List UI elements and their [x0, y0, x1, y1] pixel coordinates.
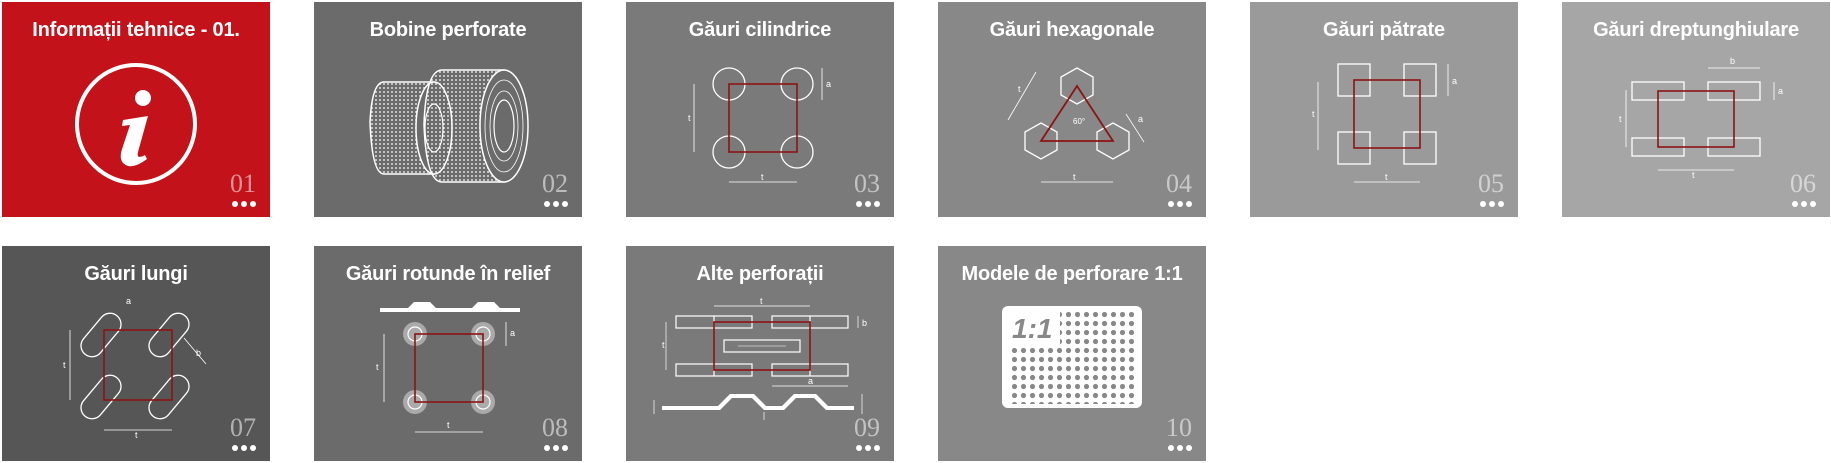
- hexagonal-holes-diagram-icon: t t a 60°: [1007, 67, 1145, 183]
- dim-label: t: [688, 113, 691, 123]
- other-perforations-diagram-icon: t t a b: [653, 296, 867, 420]
- tile-embossed-round-holes[interactable]: Găuri rotunde în relief t t a 08: [314, 246, 582, 461]
- tile-round-holes[interactable]: Găuri cilindrice t t a 03: [626, 2, 894, 217]
- dim-label: b: [196, 348, 201, 358]
- tile-title: Găuri rotunde în relief: [345, 263, 551, 285]
- more-dots-icon: [1168, 445, 1192, 451]
- dim-label: t: [1073, 172, 1076, 182]
- tile-title: Modele de perforare 1:1: [961, 263, 1183, 285]
- angle-label: 60°: [1073, 117, 1085, 126]
- tile-number: 01: [230, 169, 256, 198]
- perforated-coils-icon: [369, 69, 529, 183]
- tile-title: Găuri hexagonale: [989, 19, 1155, 41]
- dim-label: t: [1385, 172, 1388, 182]
- tile-number: 10: [1166, 413, 1192, 442]
- more-dots-icon: [1480, 201, 1504, 207]
- tile-square-holes[interactable]: Găuri pătrate t t a 05: [1250, 2, 1518, 217]
- dim-label: a: [1452, 76, 1457, 86]
- more-dots-icon: [856, 201, 880, 207]
- tile-other-perforations[interactable]: Alte perforații t t a: [626, 246, 894, 461]
- dim-label: a: [1778, 86, 1783, 96]
- tile-perforation-samples[interactable]: Modele de perforare 1:1 1:1 10: [938, 246, 1206, 461]
- more-dots-icon: [1792, 201, 1816, 207]
- dim-label: a: [510, 328, 515, 338]
- tile-slotted-holes[interactable]: Găuri lungi t t a b 07: [2, 246, 270, 461]
- tile-title: Găuri pătrate: [1323, 19, 1445, 41]
- tile-number: 02: [542, 169, 568, 198]
- tile-number: 08: [542, 413, 568, 442]
- scale-label: 1:1: [1012, 313, 1052, 344]
- tile-number: 06: [1790, 169, 1816, 198]
- dim-label: t: [1692, 170, 1695, 180]
- info-icon: [75, 63, 197, 185]
- dim-label: t: [760, 296, 763, 306]
- tile-hexagonal-holes[interactable]: Găuri hexagonale t t a 60° 04: [938, 2, 1206, 217]
- embossed-round-holes-diagram-icon: t t a: [376, 302, 520, 433]
- round-holes-diagram-icon: t t a: [688, 67, 831, 183]
- dim-label: a: [1138, 114, 1143, 124]
- tile-number: 03: [854, 169, 880, 198]
- dim-label: t: [135, 430, 138, 440]
- dim-label: b: [862, 318, 867, 328]
- dim-label: a: [126, 296, 131, 306]
- dim-label: t: [1619, 114, 1622, 124]
- tile-number: 05: [1478, 169, 1504, 198]
- tile-title: Informații tehnice - 01.: [32, 19, 240, 41]
- more-dots-icon: [232, 445, 256, 451]
- tile-technical-info[interactable]: Informații tehnice - 01. 01: [2, 2, 270, 217]
- tile-rectangular-holes[interactable]: Găuri dreptunghiulare t t b a 06: [1562, 2, 1830, 217]
- slotted-holes-diagram-icon: t t a b: [63, 296, 207, 440]
- tile-number: 09: [854, 413, 880, 442]
- dim-label: t: [662, 340, 665, 350]
- perforation-sample-icon: 1:1: [1002, 306, 1142, 408]
- dim-label: b: [1730, 56, 1735, 66]
- tile-title: Bobine perforate: [369, 19, 527, 41]
- dim-label: t: [63, 360, 66, 370]
- tile-number: 07: [230, 413, 256, 442]
- tile-title: Găuri cilindrice: [688, 19, 832, 41]
- dim-label: t: [1018, 84, 1021, 94]
- dim-label: t: [761, 172, 764, 182]
- square-holes-diagram-icon: t t a: [1312, 63, 1457, 183]
- dim-label: a: [808, 376, 813, 386]
- more-dots-icon: [856, 445, 880, 451]
- tile-title: Alte perforații: [696, 263, 824, 285]
- more-dots-icon: [1168, 201, 1192, 207]
- tile-number: 04: [1166, 169, 1192, 198]
- dim-label: t: [1312, 109, 1315, 119]
- dim-label: t: [447, 420, 450, 430]
- rectangular-holes-diagram-icon: t t b a: [1619, 56, 1783, 180]
- tile-title: Găuri lungi: [84, 263, 188, 285]
- dim-label: t: [376, 362, 379, 372]
- tile-perforated-coils[interactable]: Bobine perforate 02: [314, 2, 582, 217]
- more-dots-icon: [544, 445, 568, 451]
- dim-label: a: [826, 79, 831, 89]
- more-dots-icon: [232, 201, 256, 207]
- more-dots-icon: [544, 201, 568, 207]
- tile-title: Găuri dreptunghiulare: [1593, 19, 1799, 41]
